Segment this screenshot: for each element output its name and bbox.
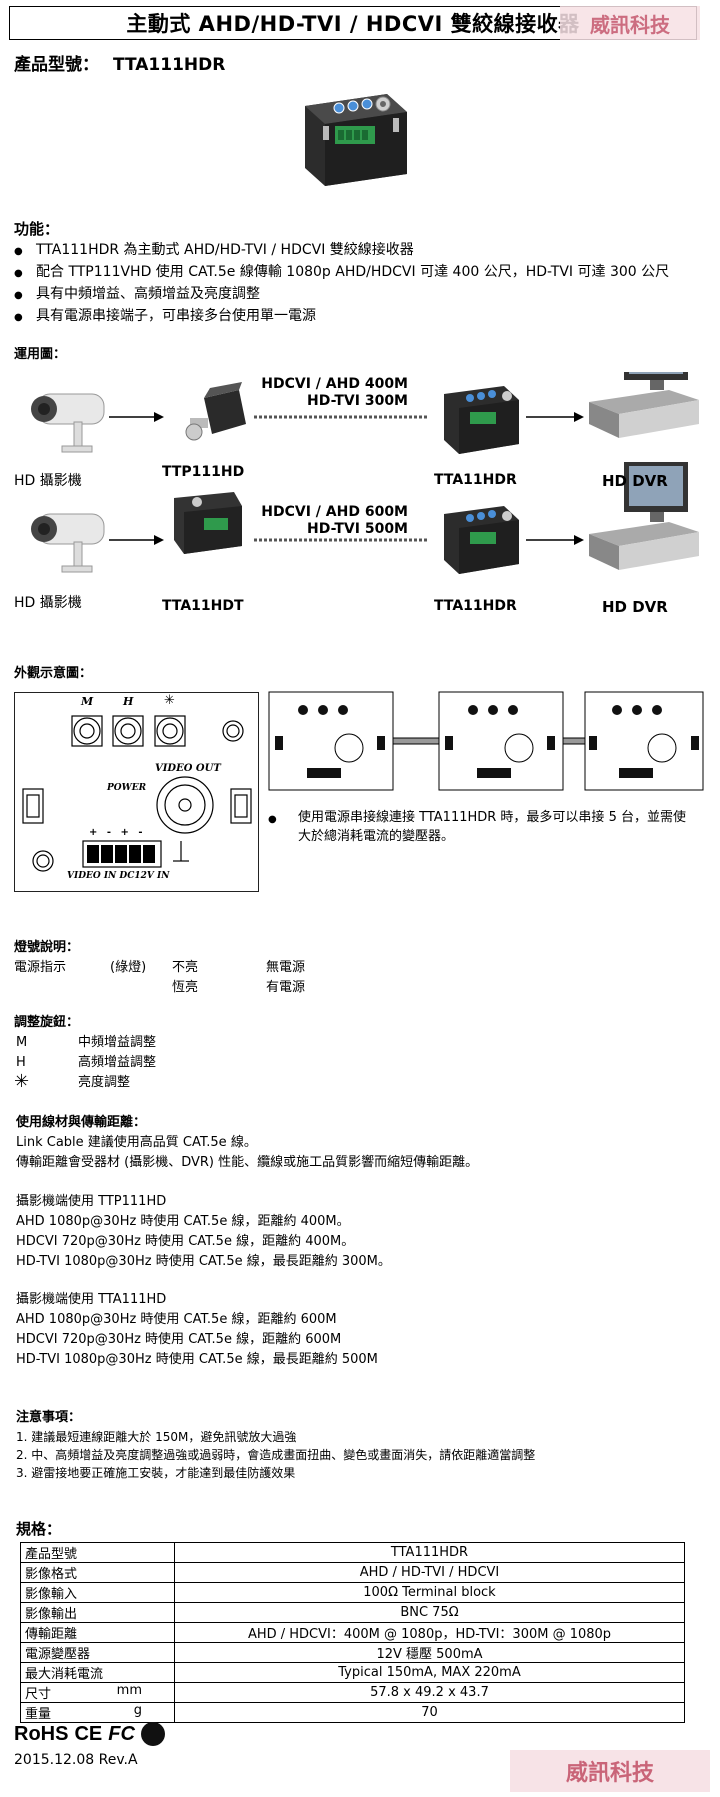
receiver-label-2: TTA11HDR: [434, 598, 517, 614]
transmitter-balun-icon: [185, 382, 246, 441]
camera-icon: [31, 393, 105, 453]
ttp-line: HD-TVI 1080p@30Hz 時使用 CAT.5e 線，最長距離約 300…: [16, 1254, 391, 1269]
wishtech-watermark-bottom: 威訊科技: [510, 1750, 710, 1792]
fc-logo: FC: [108, 1722, 135, 1745]
led-state-on: 恆亮: [172, 980, 199, 995]
dvr-label-2: HD DVR: [602, 598, 668, 616]
appearance-heading: 外觀示意圖：: [14, 666, 93, 681]
page-title: 主動式 AHD/HD-TVI / HDCVI 雙絞線接收器: [126, 12, 580, 36]
distance-1a: HDCVI / AHD 400M: [261, 376, 408, 392]
feature-item: TTA111HDR 為主動式 AHD/HD-TVI / HDCVI 雙絞線接收器: [14, 240, 669, 262]
note-item: 2. 中、高頻增益及亮度調整過強或過弱時，會造成畫面扭曲、變色或畫面消失，請依距…: [16, 1448, 536, 1462]
cable-line-1: Link Cable 建議使用高品質 CAT.5e 線。: [16, 1135, 257, 1150]
brightness-icon: ✳: [14, 1071, 30, 1092]
ttp-line: AHD 1080p@30Hz 時使用 CAT.5e 線，距離約 400M。: [16, 1214, 350, 1229]
features-heading: 功能：: [14, 220, 60, 238]
receiver-label-1: TTA11HDR: [434, 472, 517, 488]
led-meaning-on: 有電源: [266, 980, 306, 995]
tta-line: HDCVI 720p@30Hz 時使用 CAT.5e 線，距離約 600M: [16, 1332, 342, 1347]
front-panel-diagram: M H ✳ VIDEO OUT POWER + - + - VIDEO IN D…: [14, 692, 259, 892]
model-label: 產品型號：: [14, 55, 99, 75]
tta-line: AHD 1080p@30Hz 時使用 CAT.5e 線，距離約 600M: [16, 1312, 337, 1327]
cable-line-2: 傳輸距離會受器材 (攝影機、DVR) 性能、纜線或施工品質影響而縮短傳輸距離。: [16, 1155, 479, 1170]
knob-key-m: M: [16, 1035, 28, 1050]
notes-heading: 注意事項：: [16, 1410, 82, 1425]
daisy-chain-note: ● 使用電源串接線連接 TTA111HDR 時，最多可以串接 5 台，並需使大於…: [268, 810, 686, 844]
distance-1b: HD-TVI 300M: [307, 393, 408, 409]
product-image: [305, 94, 407, 186]
receiver-icon: [444, 506, 519, 574]
c-tick-icon: [140, 1722, 165, 1746]
led-heading: 燈號說明：: [14, 940, 80, 955]
ttp-heading: 攝影機端使用 TTP111HD: [16, 1194, 167, 1209]
certification-logos: RoHS CE FC: [14, 1722, 165, 1746]
tta-line: HD-TVI 1080p@30Hz 時使用 CAT.5e 線，最長距離約 500…: [16, 1352, 378, 1367]
receiver-icon: [444, 386, 519, 454]
power-label: POWER: [107, 783, 147, 793]
knob-desc-brightness: 亮度調整: [78, 1075, 131, 1090]
camera-label-1: HD 攝影機: [14, 473, 82, 489]
ce-logo: CE: [74, 1722, 103, 1745]
application-diagram: [31, 372, 699, 574]
dvr-icon: [589, 462, 699, 570]
bullet-icon: ●: [268, 814, 277, 825]
knob-label-h: H: [123, 695, 134, 708]
knob-label-m: M: [81, 695, 94, 708]
knobs-heading: 調整旋鈕：: [14, 1015, 80, 1030]
tta-heading: 攝影機端使用 TTA111HD: [16, 1292, 167, 1307]
rohs-logo: RoHS: [14, 1722, 69, 1745]
feature-list: TTA111HDR 為主動式 AHD/HD-TVI / HDCVI 雙絞線接收器…: [14, 240, 669, 328]
daisy-chain-diagram: [268, 691, 704, 791]
feature-item: 配合 TTP111VHD 使用 CAT.5e 線傳輸 1080p AHD/HDC…: [14, 262, 669, 284]
ttp-line: HDCVI 720p@30Hz 時使用 CAT.5e 線，距離約 400M。: [16, 1234, 355, 1249]
feature-item: 具有中頻增益、高頻增益及亮度調整: [14, 284, 669, 306]
model-line: 產品型號： TTA111HDR: [14, 50, 225, 75]
camera-label-2: HD 攝影機: [14, 595, 82, 611]
led-meaning-off: 無電源: [266, 960, 306, 975]
dvr-label-1: HD DVR: [602, 472, 668, 490]
transmitter-label-2: TTA11HDT: [162, 598, 244, 614]
camera-icon: [31, 513, 105, 573]
cable-heading: 使用線材與傳輸距離：: [16, 1115, 147, 1130]
knob-key-h: H: [16, 1055, 26, 1070]
led-name: 電源指示: [14, 960, 67, 975]
terminal-label: VIDEO IN DC12V IN: [67, 871, 170, 881]
page-title-box: 主動式 AHD/HD-TVI / HDCVI 雙絞線接收器: [9, 6, 697, 40]
led-color: (綠燈): [110, 960, 147, 975]
dvr-icon: [589, 372, 699, 438]
transmitter-box-icon: [174, 492, 242, 554]
spec-heading: 規格：: [16, 1520, 62, 1538]
application-heading: 運用圖：: [14, 347, 67, 362]
distance-2b: HD-TVI 500M: [307, 521, 408, 537]
distance-2a: HDCVI / AHD 600M: [261, 504, 408, 520]
feature-item: 具有電源串接端子，可串接多台使用單一電源: [14, 306, 669, 328]
note-item: 1. 建議最短連線距離大於 150M，避免訊號放大過強: [16, 1430, 297, 1444]
wishtech-watermark-top: 威訊科技: [560, 6, 700, 40]
revision-date: 2015.12.08 Rev.A: [14, 1752, 138, 1768]
note-item: 3. 避雷接地要正確施工安裝，才能達到最佳防護效果: [16, 1466, 296, 1480]
knob-desc-h: 高頻增益調整: [78, 1055, 157, 1070]
transmitter-label-1: TTP111HD: [162, 464, 245, 480]
led-state-off: 不亮: [172, 960, 199, 975]
model-value: TTA111HDR: [113, 55, 226, 75]
watermark-text: 威訊科技: [565, 1760, 654, 1786]
knob-label-brightness-icon: ✳: [164, 693, 175, 708]
knob-desc-m: 中頻增益調整: [78, 1035, 157, 1050]
video-out-label: VIDEO OUT: [155, 763, 221, 774]
terminal-polarity: + - + -: [89, 827, 146, 838]
watermark-text: 威訊科技: [590, 12, 670, 37]
